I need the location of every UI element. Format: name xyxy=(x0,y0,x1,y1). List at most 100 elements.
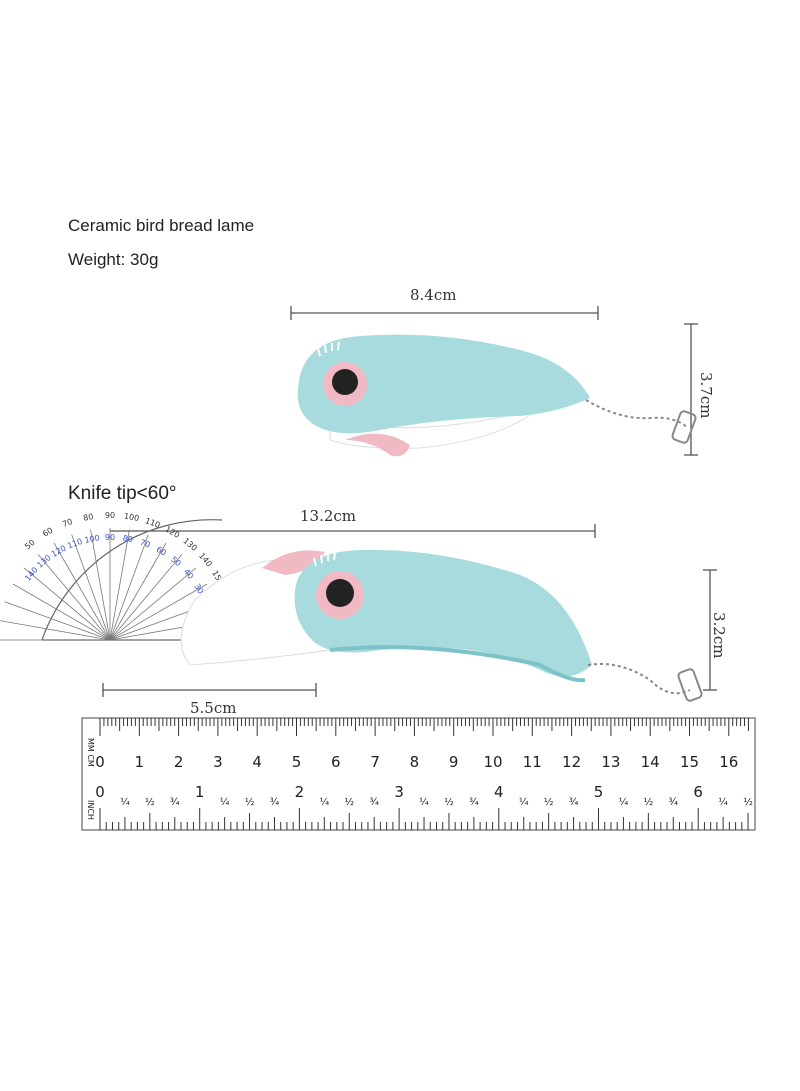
protractor-inner-label: 130 xyxy=(35,553,52,570)
protractor-ray xyxy=(109,583,208,641)
cm-number: 10 xyxy=(483,753,502,771)
protractor-inner-label: 110 xyxy=(66,537,83,551)
inch-number: 4 xyxy=(494,783,504,801)
protractor-inner-label: 40 xyxy=(182,567,195,581)
protractor-ray xyxy=(90,529,111,641)
inch-fraction: ¾ xyxy=(270,797,280,808)
cm-number: 11 xyxy=(523,753,542,771)
protractor-inner-label: 100 xyxy=(84,533,101,545)
product-title: Ceramic bird bread lame xyxy=(68,216,255,235)
protractor-ray xyxy=(37,553,111,641)
protractor-inner-label: 140 xyxy=(23,565,40,582)
protractor-outer-label: 130 xyxy=(181,536,198,553)
ruler-inch-unit-label: INCH xyxy=(86,800,95,820)
protractor-ray xyxy=(109,553,183,641)
inch-number: 3 xyxy=(394,783,404,801)
protractor-ray xyxy=(23,567,111,641)
cm-number: 1 xyxy=(135,753,145,771)
inch-fraction: ¼ xyxy=(220,796,230,808)
protractor-outer-label: 50 xyxy=(23,538,37,551)
inch-fraction: ¾ xyxy=(170,797,180,808)
open-keychain xyxy=(587,663,703,702)
protractor-ray xyxy=(109,529,130,641)
protractor-inner-label: 50 xyxy=(169,555,183,568)
inch-fraction: ½ xyxy=(145,796,155,808)
cm-number: 15 xyxy=(680,753,699,771)
protractor-outer-label: 140 xyxy=(197,551,214,568)
cm-number: 14 xyxy=(641,753,660,771)
open-crest xyxy=(313,551,336,567)
protractor-inner-label: 120 xyxy=(50,544,68,559)
open-length-label: 13.2cm xyxy=(300,507,357,525)
open-eye xyxy=(326,579,354,607)
protractor-outer-label: 110 xyxy=(144,516,161,530)
open-beak xyxy=(262,550,325,575)
protractor-inner-label: 60 xyxy=(155,545,168,558)
inch-number: 1 xyxy=(195,783,205,801)
inch-number: 5 xyxy=(594,783,604,801)
inch-number: 2 xyxy=(295,783,305,801)
inch-fraction: ¾ xyxy=(668,797,678,808)
product-weight: Weight: 30g xyxy=(68,250,159,269)
inch-number: 6 xyxy=(693,783,703,801)
inch-fraction: ½ xyxy=(344,796,354,808)
protractor-inner-label: 70 xyxy=(139,538,152,550)
protractor-inner-label: 90 xyxy=(105,533,115,542)
folded-body xyxy=(297,334,590,434)
knife-tip-angle: Knife tip<60° xyxy=(68,483,177,504)
protractor-ray xyxy=(4,601,111,641)
folded-bird-knife xyxy=(297,334,697,457)
inch-fraction: ¾ xyxy=(569,797,579,808)
inch-fraction: ½ xyxy=(743,796,753,808)
protractor-ray xyxy=(109,534,149,641)
folded-length-label: 8.4cm xyxy=(410,286,457,304)
folded-eye xyxy=(332,369,358,395)
cm-number: 13 xyxy=(601,753,620,771)
protractor-outer-label: 120 xyxy=(163,524,181,539)
folded-crest xyxy=(317,341,340,357)
folded-keychain xyxy=(585,399,697,444)
cm-number: 5 xyxy=(292,753,302,771)
protractor-outer-label: 80 xyxy=(83,512,95,523)
cm-number: 9 xyxy=(449,753,459,771)
inch-fraction: ¼ xyxy=(120,796,130,808)
inch-fraction: ½ xyxy=(544,796,554,808)
cm-number: 12 xyxy=(562,753,581,771)
protractor-inner-label: 80 xyxy=(122,534,134,545)
inch-fraction: ¼ xyxy=(619,796,629,808)
inch-fraction: ¼ xyxy=(419,796,429,808)
inch-fraction: ½ xyxy=(245,796,255,808)
protractor-outer-label: 100 xyxy=(123,512,140,524)
inch-fraction: ¼ xyxy=(718,796,728,808)
inch-fraction: ½ xyxy=(444,796,454,808)
cm-number: 2 xyxy=(174,753,184,771)
inch-number: 0 xyxy=(95,783,105,801)
protractor-outer-label: 60 xyxy=(41,526,54,539)
inch-fraction: ½ xyxy=(643,796,653,808)
cm-number: 8 xyxy=(410,753,420,771)
protractor-ray xyxy=(53,542,111,641)
cm-number: 3 xyxy=(213,753,223,771)
protractor-ray xyxy=(109,542,167,641)
cm-number: 7 xyxy=(370,753,380,771)
protractor-ray xyxy=(0,620,111,641)
cm-number: 4 xyxy=(252,753,262,771)
cm-number: 6 xyxy=(331,753,341,771)
protractor-inner-label: 30 xyxy=(192,582,205,595)
open-body xyxy=(294,549,592,677)
folded-beak xyxy=(345,433,410,457)
cm-number: 0 xyxy=(95,753,105,771)
inch-fraction: ¼ xyxy=(519,796,529,808)
protractor-outer-label: 90 xyxy=(105,511,115,520)
blade-length-label: 5.5cm xyxy=(190,699,237,717)
protractor-outer-label: 70 xyxy=(61,517,74,529)
ruler-cm-unit-label: MM CM xyxy=(86,738,95,767)
protractor-ray xyxy=(12,583,111,641)
open-bird-knife xyxy=(180,549,703,702)
inch-fraction: ¼ xyxy=(319,796,329,808)
inch-fraction: ¾ xyxy=(469,797,479,808)
protractor-ray xyxy=(109,567,197,641)
protractor-ray xyxy=(71,534,111,641)
